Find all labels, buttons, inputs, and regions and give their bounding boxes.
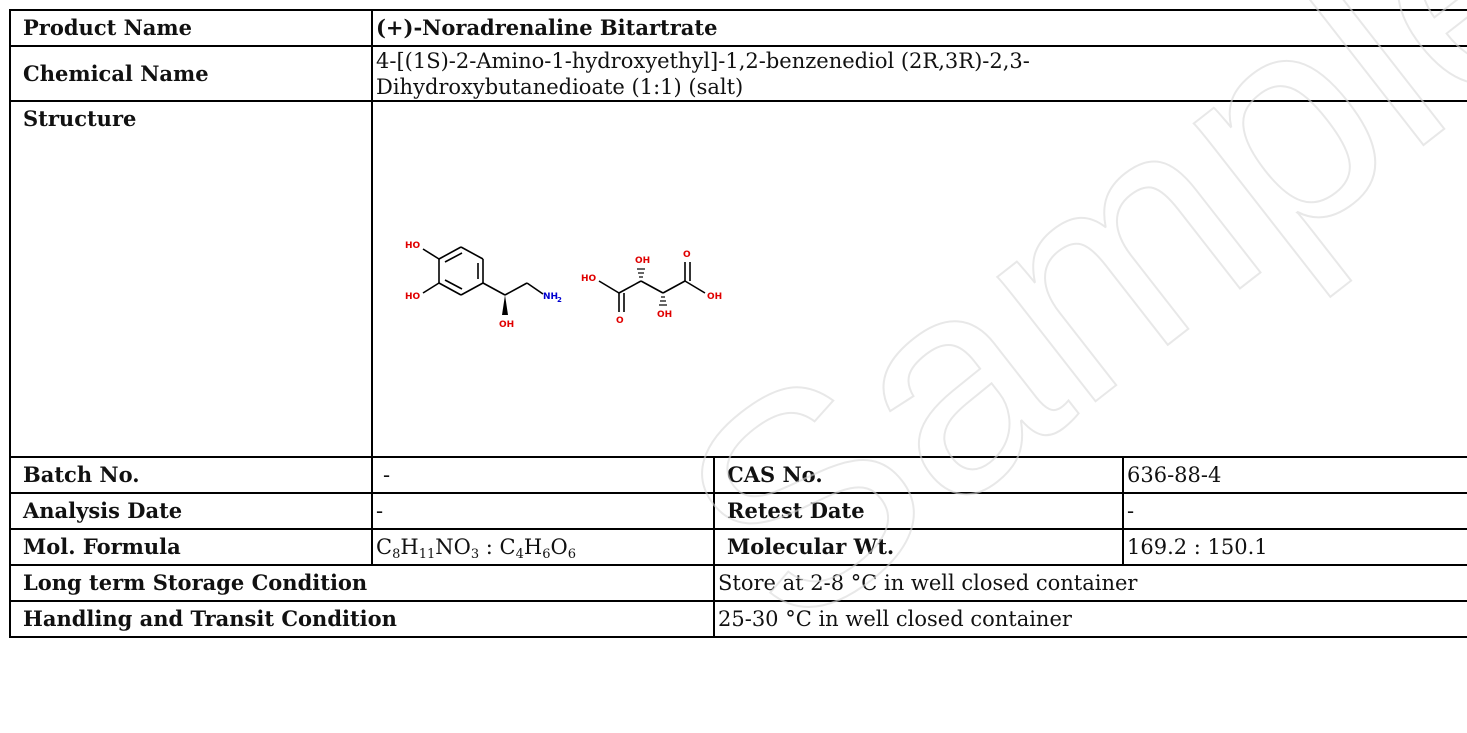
atom-tartrate-oh-bottom: OH xyxy=(657,310,672,320)
analysis-date-value: - xyxy=(371,492,715,530)
row-handling: Handling and Transit Condition 25-30 °C … xyxy=(9,600,1467,638)
atom-tartrate-oh-top: OH xyxy=(635,256,650,266)
product-name-label: Product Name xyxy=(9,9,373,47)
formula-o2: O xyxy=(550,535,568,559)
storage-condition-label: Long term Storage Condition xyxy=(9,564,715,602)
atom-nh: NH xyxy=(543,292,558,302)
formula-separator: : xyxy=(479,535,500,559)
mol-formula-label: Mol. Formula xyxy=(9,528,373,566)
coa-table: Product Name (+)-Noradrenaline Bitartrat… xyxy=(9,9,1467,638)
formula-o-count: 3 xyxy=(470,547,480,562)
product-name-value: (+)-Noradrenaline Bitartrate xyxy=(370,9,1467,47)
molecular-weight-label: Molecular Wt. xyxy=(713,528,1124,566)
row-chemical-name: Chemical Name 4-[(1S)-2-Amino-1-hydroxye… xyxy=(9,45,1467,102)
atom-ho-bottom: HO xyxy=(405,292,421,302)
row-dates: Analysis Date - Retest Date - xyxy=(9,492,1467,530)
wedge-bond xyxy=(502,295,508,315)
handling-condition-label: Handling and Transit Condition xyxy=(9,600,715,638)
chemical-name-value: 4-[(1S)-2-Amino-1-hydroxyethyl]-1,2-benz… xyxy=(370,45,1467,102)
atom-labels: HO HO OH NH 2 HO OH O OH O OH xyxy=(405,241,722,330)
chemical-name-line-1: 4-[(1S)-2-Amino-1-hydroxyethyl]-1,2-benz… xyxy=(376,48,1030,73)
atom-nh-subscript: 2 xyxy=(557,296,562,304)
row-product-name: Product Name (+)-Noradrenaline Bitartrat… xyxy=(9,9,1467,47)
row-batch-cas: Batch No. - CAS No. 636-88-4 xyxy=(9,456,1467,494)
coa-sheet: Product Name (+)-Noradrenaline Bitartrat… xyxy=(9,9,1467,638)
row-structure: Structure xyxy=(9,100,1467,458)
formula-c: C xyxy=(376,535,393,559)
atom-tartrate-oh-right: OH xyxy=(707,292,722,302)
cas-no-label: CAS No. xyxy=(713,456,1124,494)
row-storage: Long term Storage Condition Store at 2-8… xyxy=(9,564,1467,602)
molecular-weight-value: 169.2 : 150.1 xyxy=(1121,528,1467,566)
structure-cell: HO HO OH NH 2 HO OH O OH O OH xyxy=(370,100,1467,458)
atom-ho-top: HO xyxy=(405,241,421,251)
structure-image: HO HO OH NH 2 HO OH O OH O OH xyxy=(405,241,722,330)
formula-h2: H xyxy=(523,535,543,559)
atom-tartrate-o-bottom: O xyxy=(616,316,624,326)
cas-no-value: 636-88-4 xyxy=(1121,456,1467,494)
formula-h2-count: 6 xyxy=(542,547,551,562)
formula-h: H xyxy=(400,535,419,559)
mol-formula-value: C8H11NO3 : C4H6O6 xyxy=(371,528,715,566)
batch-no-label: Batch No. xyxy=(9,456,373,494)
formula-c2-count: 4 xyxy=(515,547,524,562)
tartrate-bonds xyxy=(598,262,706,312)
storage-condition-value: Store at 2-8 °C in well closed container xyxy=(712,564,1467,602)
formula-c2: C xyxy=(499,535,516,559)
formula-o2-count: 6 xyxy=(567,547,577,562)
hash-bonds xyxy=(637,268,667,306)
chemical-name-line-2: Dihydroxybutanedioate (1:1) (salt) xyxy=(376,74,744,99)
formula-c-count: 8 xyxy=(392,547,401,562)
batch-no-value: - xyxy=(371,456,715,494)
structure-label: Structure xyxy=(9,100,373,458)
formula-no: NO xyxy=(435,535,471,559)
formula-h-count: 11 xyxy=(418,547,436,562)
analysis-date-label: Analysis Date xyxy=(9,492,373,530)
handling-condition-value: 25-30 °C in well closed container xyxy=(712,600,1467,638)
retest-date-label: Retest Date xyxy=(713,492,1124,530)
retest-date-value: - xyxy=(1121,492,1467,530)
noradrenaline-bonds xyxy=(422,246,544,296)
atom-tartrate-o-top: O xyxy=(683,250,691,260)
atom-oh-benzyl: OH xyxy=(499,320,514,330)
row-formula-weight: Mol. Formula C8H11NO3 : C4H6O6 Molecular… xyxy=(9,528,1467,566)
atom-tartrate-ho: HO xyxy=(581,274,597,284)
chemical-name-label: Chemical Name xyxy=(9,45,373,102)
